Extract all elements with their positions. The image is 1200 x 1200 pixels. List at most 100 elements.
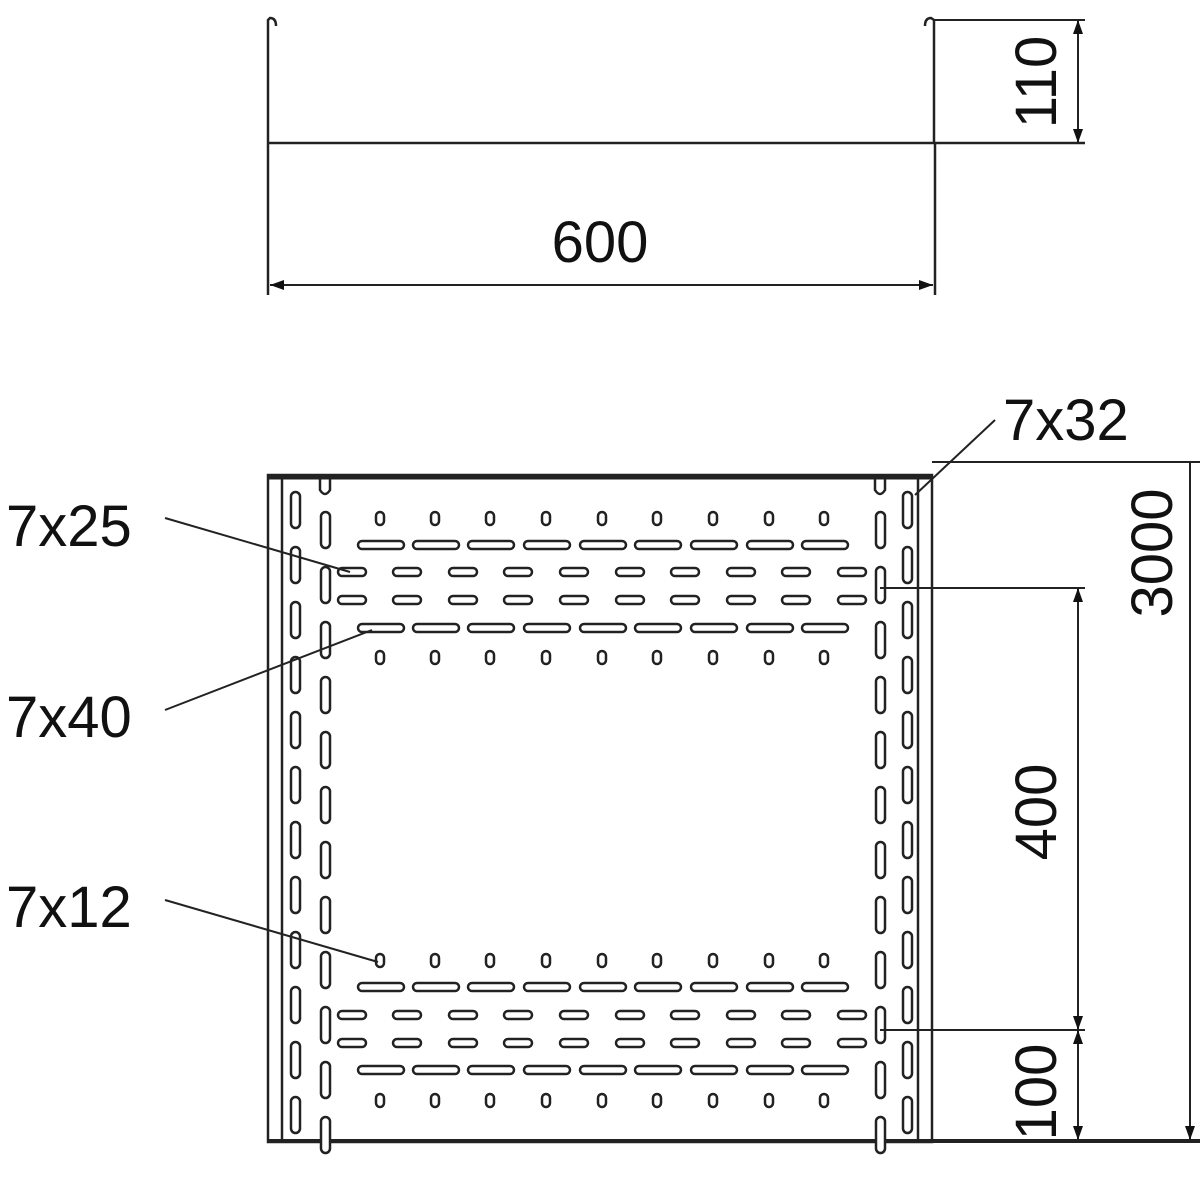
long-slot xyxy=(800,981,850,993)
long-slot xyxy=(800,622,850,634)
side-slot xyxy=(319,1115,332,1155)
long-slot xyxy=(800,539,850,551)
side-slot xyxy=(289,875,302,915)
long-slot xyxy=(633,981,683,993)
medium-slot xyxy=(725,594,757,606)
arrow xyxy=(270,280,284,290)
side-slot xyxy=(289,765,302,805)
side-slot xyxy=(289,1040,302,1080)
medium-slot xyxy=(725,1009,757,1021)
medium-slot xyxy=(614,1009,646,1021)
side-slot xyxy=(319,1005,332,1045)
round-hole xyxy=(429,510,441,527)
long-slot xyxy=(356,539,406,551)
side-slot xyxy=(901,765,914,805)
side-slot xyxy=(319,1060,332,1100)
medium-slot xyxy=(836,566,868,578)
medium-slot xyxy=(836,1037,868,1049)
length-dimension-label: 3000 xyxy=(1120,488,1185,617)
arrow xyxy=(1073,1126,1083,1140)
round-hole xyxy=(651,952,663,969)
round-hole xyxy=(374,649,386,666)
side-slot xyxy=(901,1040,914,1080)
right-wall xyxy=(923,16,936,143)
round-hole xyxy=(484,952,496,969)
long-slot xyxy=(522,539,572,551)
medium-slot xyxy=(669,594,701,606)
medium-slot xyxy=(336,594,368,606)
long-slot xyxy=(411,1064,461,1076)
leader-line xyxy=(164,629,373,711)
round-hole xyxy=(651,649,663,666)
side-slot xyxy=(289,820,302,860)
round-hole xyxy=(763,1092,775,1109)
round-hole xyxy=(651,510,663,527)
round-hole xyxy=(763,952,775,969)
round-hole xyxy=(429,952,441,969)
long-slot xyxy=(578,539,628,551)
medium-slot xyxy=(614,594,646,606)
callout-side-slot: 7x32 xyxy=(1003,388,1129,453)
round-hole xyxy=(484,1092,496,1109)
medium-slot xyxy=(558,1009,590,1021)
round-hole xyxy=(484,510,496,527)
long-slot xyxy=(633,622,683,634)
round-hole xyxy=(429,1092,441,1109)
side-slot xyxy=(874,675,887,715)
side-slot xyxy=(874,620,887,660)
leader-line xyxy=(164,517,351,573)
arrow xyxy=(1073,1016,1083,1030)
round-hole xyxy=(596,649,608,666)
medium-slot xyxy=(614,1037,646,1049)
medium-slot xyxy=(780,1009,812,1021)
notch xyxy=(318,475,332,496)
callout-round-hole: 7x12 xyxy=(6,875,132,940)
medium-slot xyxy=(502,1009,534,1021)
long-slot xyxy=(466,622,516,634)
round-hole xyxy=(540,952,552,969)
side-slot xyxy=(289,600,302,640)
round-hole xyxy=(429,649,441,666)
side-slot xyxy=(901,985,914,1025)
side-slot xyxy=(901,875,914,915)
arrow xyxy=(919,280,933,290)
leader-line xyxy=(164,899,379,963)
long-slot xyxy=(522,622,572,634)
long-slot xyxy=(356,981,406,993)
side-slot xyxy=(289,710,302,750)
long-slot xyxy=(578,981,628,993)
long-slot xyxy=(356,622,406,634)
medium-slot xyxy=(725,566,757,578)
round-hole xyxy=(374,510,386,527)
medium-slot xyxy=(336,1009,368,1021)
long-slot xyxy=(745,981,795,993)
round-hole xyxy=(763,510,775,527)
round-hole xyxy=(818,952,830,969)
round-hole xyxy=(707,952,719,969)
side-slot xyxy=(874,1115,887,1155)
edge-dimension-label: 100 xyxy=(1004,1044,1069,1141)
round-hole xyxy=(484,649,496,666)
long-slot xyxy=(522,1064,572,1076)
long-slot xyxy=(466,539,516,551)
arrow xyxy=(1073,129,1083,143)
medium-slot xyxy=(725,1037,757,1049)
round-hole xyxy=(540,510,552,527)
arrow xyxy=(1073,20,1083,34)
side-slot xyxy=(901,710,914,750)
medium-slot xyxy=(391,1037,423,1049)
long-slot xyxy=(411,622,461,634)
tray-outline xyxy=(266,473,934,1144)
side-slot xyxy=(874,950,887,990)
side-slot xyxy=(319,675,332,715)
medium-slot xyxy=(780,566,812,578)
long-slot xyxy=(633,1064,683,1076)
medium-slot xyxy=(391,594,423,606)
long-slot xyxy=(522,981,572,993)
medium-slot xyxy=(502,566,534,578)
side-slot xyxy=(319,840,332,880)
side-slot xyxy=(901,820,914,860)
medium-slot xyxy=(391,1009,423,1021)
side-slot xyxy=(289,655,302,695)
